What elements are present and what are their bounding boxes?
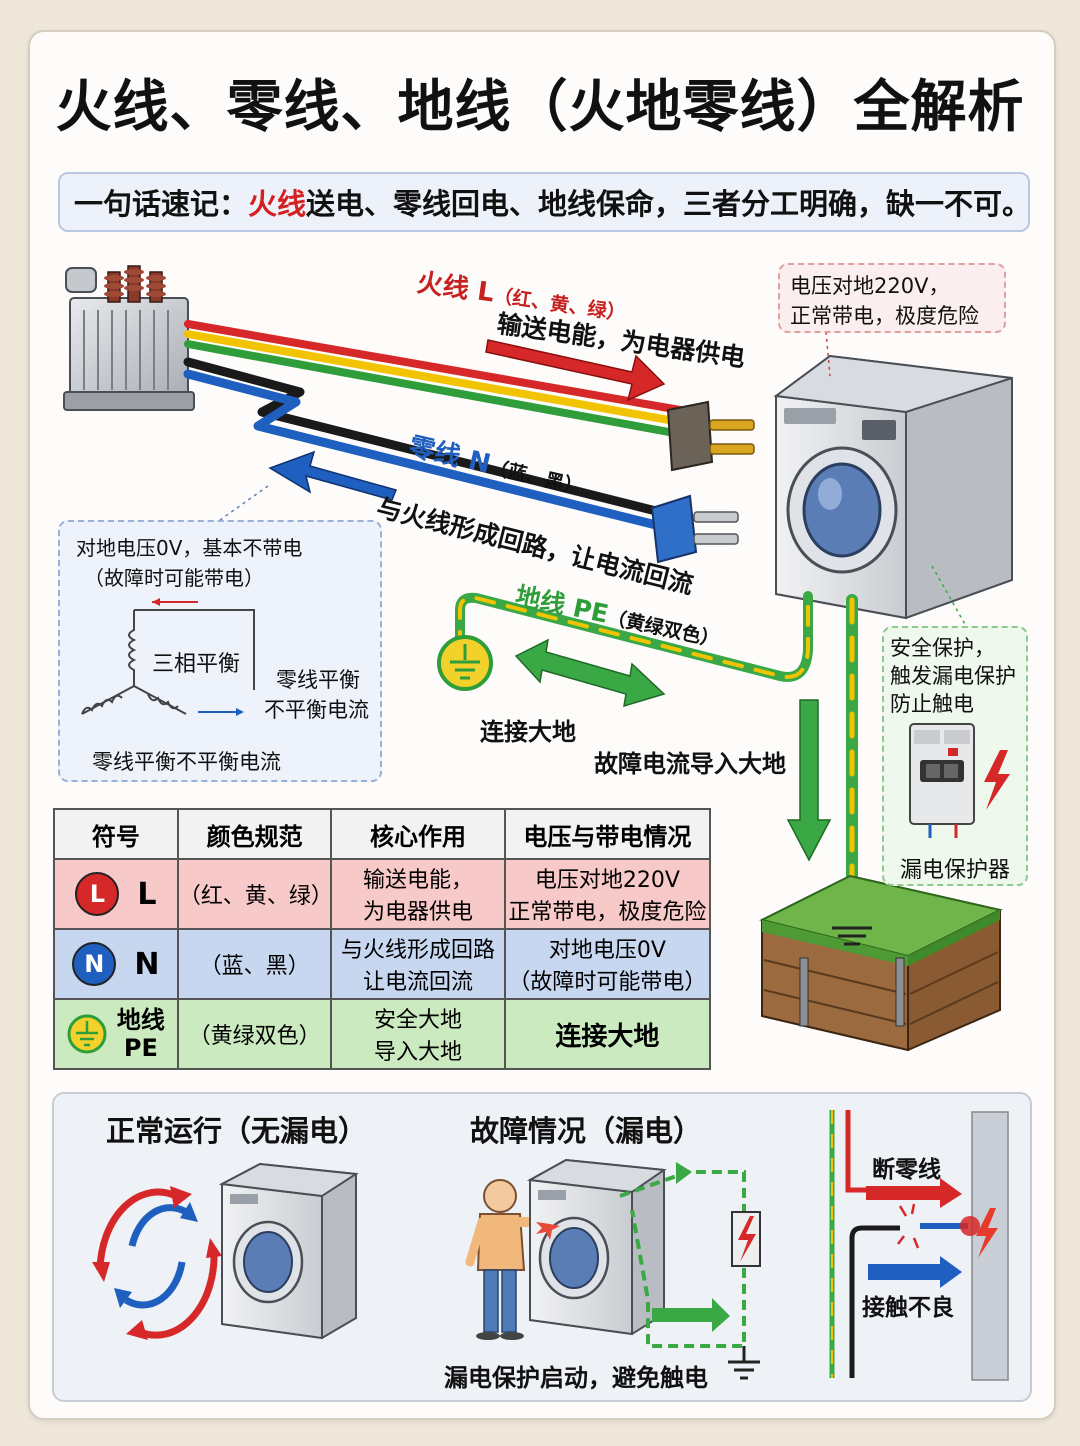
volt-neutral-2: （故障时可能带电） xyxy=(508,970,707,995)
cell-role-earth: 安全大地导入大地 xyxy=(330,998,506,1070)
fault-title: 故障情况（漏电） xyxy=(470,1114,703,1148)
table-header-row: 符号 颜色规范 核心作用 电压与带电情况 xyxy=(53,808,712,860)
neutral-plug-icon xyxy=(650,494,739,564)
header-symbol: 符号 xyxy=(53,808,179,860)
ground-symbol-icon xyxy=(728,1346,760,1380)
live-badge-icon: L xyxy=(75,872,120,916)
current-cycle-arrows-icon xyxy=(96,1188,218,1339)
page-title: 火线、零线、地线（火地零线）全解析 xyxy=(55,75,1025,140)
cell-voltage-neutral: 对地电压0V （故障时可能带电） xyxy=(503,928,712,1000)
cell-color-earth: （黄绿双色） xyxy=(176,998,333,1070)
neutral-arrow-icon xyxy=(268,450,398,501)
neutral-note-1: 对地电压0V，基本不带电 xyxy=(76,536,303,560)
header-voltage: 电压与带电情况 xyxy=(503,808,712,860)
broken-neutral-label: 断零线 xyxy=(872,1157,941,1183)
earth-symbol-2: PE xyxy=(123,1034,158,1062)
live-plug-icon xyxy=(666,400,755,472)
neutral-badge-icon: N xyxy=(72,942,117,986)
earth-note-1: 安全保护， xyxy=(890,636,995,660)
ground-block-icon xyxy=(759,874,1003,1052)
summary-rest: 送电、零线回电、地线保命，三者分工明确，缺一不可。 xyxy=(306,187,1032,221)
live-symbol: L xyxy=(137,876,157,912)
rcd-label: 漏电保护器 xyxy=(900,858,1011,883)
fault-down-arrow-icon xyxy=(786,699,832,862)
earth-badge-icon xyxy=(67,1014,107,1054)
live-voltage-note-2: 正常带电，极度危险 xyxy=(790,304,979,328)
role-live-1: 输送电能， xyxy=(363,868,474,893)
summary-hot: 火线 xyxy=(248,187,307,221)
earth-ground-icon xyxy=(437,635,493,691)
cell-voltage-earth: 连接大地 xyxy=(503,998,712,1070)
cell-color-live: （红、黄、绿） xyxy=(176,858,333,930)
fault-lightning-icon xyxy=(731,1211,761,1267)
volt-neutral-1: 对地电压0V xyxy=(548,938,666,963)
three-phase-label: 三相平衡 xyxy=(152,652,241,677)
cell-color-neutral: （蓝、黑） xyxy=(176,928,333,1000)
washing-machine-normal-icon xyxy=(218,1162,359,1340)
earth-note-2: 触发漏电保护 xyxy=(890,664,1016,688)
bad-contact-label: 接触不良 xyxy=(862,1295,954,1321)
live-voltage-note xyxy=(778,263,1006,333)
role-neutral-1: 与火线形成回路 xyxy=(341,938,496,963)
neutral-symbol: N xyxy=(134,946,160,982)
washing-machine-fault-icon xyxy=(526,1158,667,1336)
cell-role-neutral: 与火线形成回路让电流回流 xyxy=(330,928,506,1000)
normal-title: 正常运行（无漏电） xyxy=(106,1114,368,1148)
spark-icon xyxy=(897,1203,920,1249)
earth-symbol-1: 地线 xyxy=(116,1006,165,1034)
fault-caption: 漏电保护启动，避免触电 xyxy=(444,1364,708,1392)
volt-live-2: 正常带电，极度危险 xyxy=(508,900,707,925)
role-earth-2: 导入大地 xyxy=(374,1040,463,1065)
header-role: 核心作用 xyxy=(330,808,506,860)
volt-live-1: 电压对地220V xyxy=(534,868,680,893)
header-color: 颜色规范 xyxy=(176,808,333,860)
neutral-balance-2: 不平衡电流 xyxy=(264,698,369,722)
neutral-note-box xyxy=(58,520,382,782)
neutral-caption: 零线平衡不平衡电流 xyxy=(92,750,281,774)
earth-double-arrow-icon xyxy=(514,638,666,708)
summary-box: 一句话速记：火线送电、零线回电、地线保命，三者分工明确，缺一不可。 xyxy=(58,172,1032,232)
rcd-breaker-icon xyxy=(909,723,1010,838)
role-earth-1: 安全大地 xyxy=(374,1008,463,1033)
role-live-2: 为电器供电 xyxy=(363,900,474,925)
earth-desc-1: 连接大地 xyxy=(480,718,576,746)
cell-voltage-live: 电压对地220V 正常带电，极度危险 xyxy=(503,858,712,930)
earth-note-3: 防止触电 xyxy=(890,692,974,716)
live-arrow-icon xyxy=(485,339,666,402)
washing-machine-icon xyxy=(773,354,1013,620)
summary-prefix: 一句话速记： xyxy=(74,187,249,221)
person-touching-icon xyxy=(465,1179,545,1340)
cell-role-live: 输送电能， 为电器供电 xyxy=(330,858,506,930)
earth-desc-2: 故障电流导入大地 xyxy=(594,750,786,778)
wall-panel-icon xyxy=(971,1111,1009,1381)
role-neutral-2: 让电流回流 xyxy=(363,970,474,995)
three-phase-diagram xyxy=(81,598,255,716)
neutral-balance-1: 零线平衡 xyxy=(276,668,360,692)
live-voltage-note-1: 电压对地220V， xyxy=(790,274,950,298)
neutral-note-2: （故障时可能带电） xyxy=(84,566,264,590)
